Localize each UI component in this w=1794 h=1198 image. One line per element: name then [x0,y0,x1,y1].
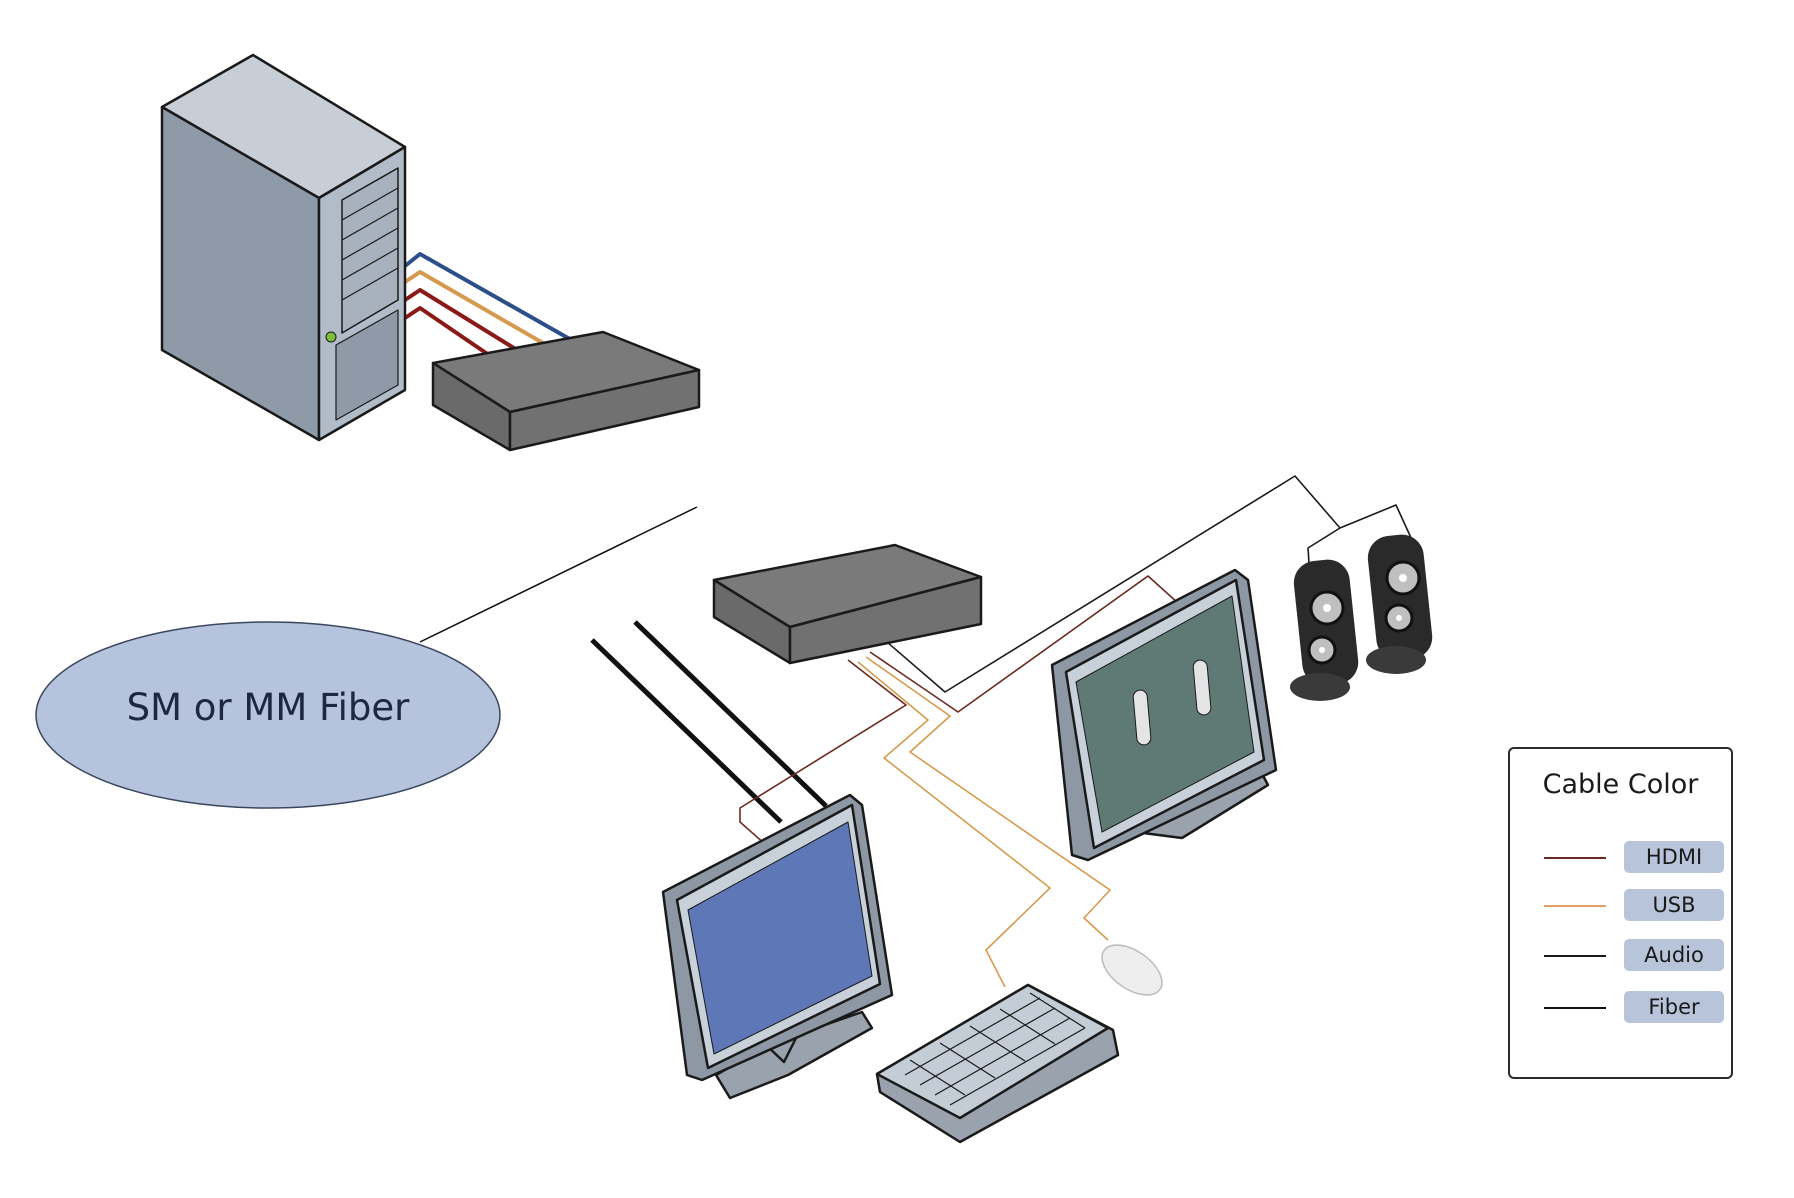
legend-item-usb: USB [1510,889,1731,923]
legend-item-hdmi: HDMI [1510,841,1731,875]
legend-title: Cable Color [1542,769,1699,800]
speakers-icon [1290,534,1433,701]
transmitter-box-icon [431,330,701,452]
fiber-cables [590,620,828,824]
mouse-icon [1101,944,1163,996]
fiber-type-label: SM or MM Fiber [127,686,411,729]
server-tower-icon [160,53,407,442]
legend-item-audio: Audio [1510,939,1731,973]
audio-line-swatch [1544,955,1606,957]
usb-line-swatch [1544,905,1606,907]
fiber-type-callout: SM or MM Fiber [35,621,501,809]
hdmi-line-swatch [1544,857,1606,859]
speaker-left-icon [1290,559,1359,701]
receiver-cables [739,475,1413,988]
legend-label-usb: USB [1624,889,1724,921]
speaker-right-icon [1366,534,1433,674]
legend-label-audio: Audio [1624,939,1724,971]
legend-label-hdmi: HDMI [1624,841,1724,873]
legend-label-fiber: Fiber [1624,991,1724,1023]
fiber-line-swatch [1544,1007,1606,1009]
cable-color-legend: Cable Color HDMI USB Audio Fiber [1508,747,1733,1079]
receiver-box-icon [712,543,983,665]
legend-item-fiber: Fiber [1510,991,1731,1025]
server-cables [403,252,576,370]
fiber-callout-line [419,506,698,643]
monitor-right-icon [1050,568,1278,862]
monitor-left-icon [661,793,894,1100]
power-led-icon [325,331,337,343]
keyboard-icon [875,983,1120,1144]
